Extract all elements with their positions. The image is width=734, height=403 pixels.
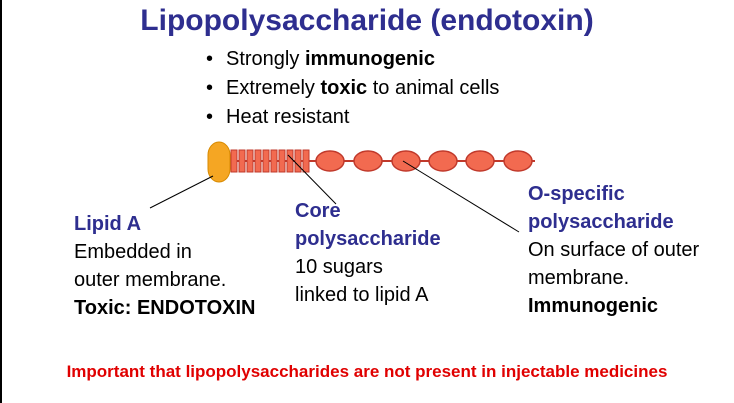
lipid-a-heading: Lipid A — [74, 213, 142, 235]
core-sugar — [246, 149, 254, 173]
core-sugar — [230, 149, 238, 173]
core-sugar — [270, 149, 278, 173]
slide-title: Lipopolysaccharide (endotoxin) — [140, 4, 594, 37]
o-specific-heading: polysaccharide — [528, 211, 674, 233]
bullet-text-tail: to animal cells — [367, 77, 500, 99]
lipid-a-line: outer membrane. — [74, 269, 227, 291]
o-sugar — [391, 150, 421, 172]
bullet-item: • Strongly immunogenic — [206, 45, 499, 74]
core-heading: polysaccharide — [295, 228, 441, 250]
bullet-emphasis: toxic — [320, 77, 368, 99]
core-label: Core polysaccharide 10 sugars linked to … — [295, 197, 441, 309]
o-specific-heading: O-specific — [528, 183, 625, 205]
warning-note: Important that lipopolysaccharides are n… — [66, 362, 668, 381]
core-sugar — [278, 149, 286, 173]
bullet-item: • Extremely toxic to animal cells — [206, 74, 499, 103]
bullet-text: Heat resistant — [226, 106, 350, 128]
core-heading: Core — [295, 200, 341, 222]
lipid-a-label: Lipid A Embedded in outer membrane. Toxi… — [74, 210, 256, 322]
frame-edge — [0, 0, 2, 403]
lipid-a-toxic: Toxic: ENDOTOXIN — [74, 297, 256, 319]
o-sugar — [353, 150, 383, 172]
core-line: 10 sugars — [295, 256, 383, 278]
core-sugar — [286, 149, 294, 173]
bullet-emphasis: immunogenic — [304, 48, 435, 70]
bullet-list: • Strongly immunogenic • Extremely toxic t… — [206, 45, 499, 132]
core-pointer — [287, 154, 337, 205]
lipid-a-line: Embedded in — [74, 241, 192, 263]
bullet-text: Strongly — [226, 48, 305, 70]
o-specific-label: O-specific polysaccharide On surface of … — [528, 180, 699, 320]
o-specific-line: On surface of outer — [528, 239, 700, 261]
bullet-dot-icon: • — [206, 106, 214, 128]
core-sugar — [294, 149, 302, 173]
o-sugar — [465, 150, 495, 172]
o-specific-line: membrane. — [528, 267, 630, 289]
core-sugar — [238, 149, 246, 173]
core-line: linked to lipid A — [295, 284, 429, 306]
core-sugar — [254, 149, 262, 173]
o-specific-pointer — [402, 160, 520, 233]
core-sugar — [262, 149, 270, 173]
o-sugar — [503, 150, 533, 172]
o-specific-sugar-chain — [315, 150, 533, 172]
o-sugar — [315, 150, 345, 172]
o-sugar — [428, 150, 458, 172]
core-sugar-chain — [230, 149, 310, 173]
bullet-text: Extremely — [226, 77, 321, 99]
lipid-a-pointer — [149, 175, 214, 209]
core-sugar — [302, 149, 310, 173]
bullet-item: • Heat resistant — [206, 103, 499, 132]
bullet-dot-icon: • — [206, 48, 214, 70]
o-specific-emphasis: Immunogenic — [528, 295, 659, 317]
lipid-a-shape — [207, 141, 231, 183]
bullet-dot-icon: • — [206, 77, 214, 99]
